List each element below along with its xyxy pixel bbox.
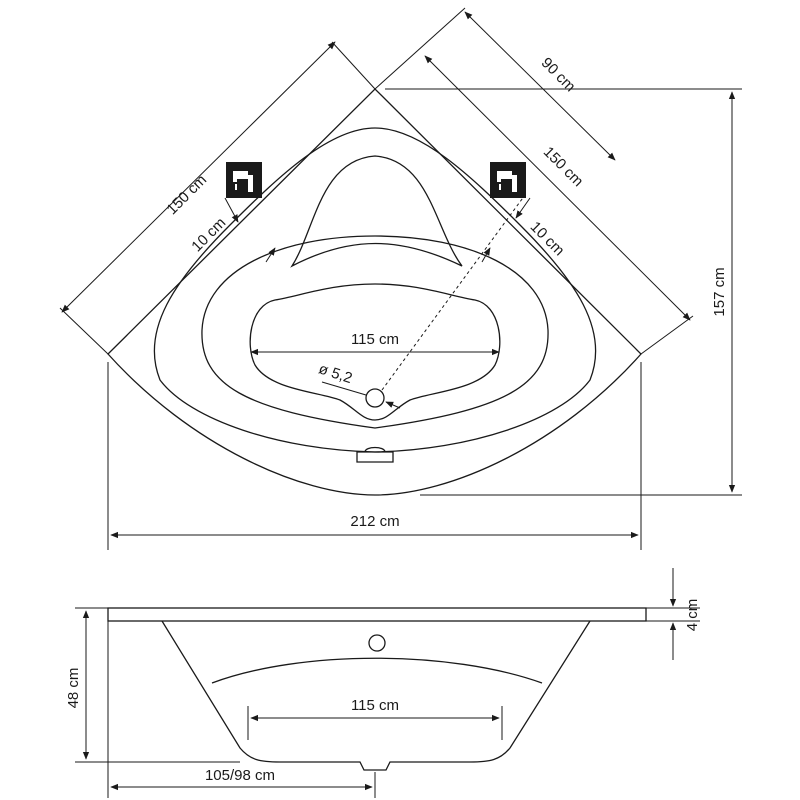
side-view: 4 cm 48 cm 115 cm 105/98 cm	[65, 568, 701, 798]
faucet-icon	[226, 162, 262, 198]
drain-diameter-leader	[321, 381, 367, 396]
dim-label-half-width: 105/98 cm	[205, 767, 275, 784]
dim-label-overall-depth: 157 cm	[711, 267, 728, 316]
dimension-tap-offset-right	[515, 197, 531, 219]
dim-label-left-side: 150 cm	[163, 171, 210, 218]
dim-label-overall-width: 212 cm	[350, 513, 399, 530]
faucet-icon	[490, 162, 526, 198]
overflow-icon	[368, 634, 386, 652]
drain-diameter-arrow	[385, 401, 401, 409]
extension-line	[331, 41, 376, 90]
extension-line	[374, 7, 466, 90]
tub-body-profile	[161, 620, 591, 771]
dimension-line-left-side	[61, 41, 336, 313]
extension-line	[640, 315, 694, 355]
dimension-line-depth-right	[464, 11, 616, 161]
tub-inner-arc	[211, 657, 543, 684]
diagonal-centerline	[381, 194, 526, 391]
tub-backrest	[290, 155, 463, 268]
plan-view: 150 cm 10 cm 90 cm 150 cm 10 cm 157 cm 1…	[59, 7, 742, 550]
dim-label-drain-diameter: ø 5,2	[317, 360, 355, 387]
tub-rim-inner	[153, 127, 597, 453]
dim-label-height: 48 cm	[65, 668, 82, 709]
dimension-line-right-side	[424, 55, 691, 321]
drain-icon	[365, 388, 385, 408]
dim-label-right-side: 150 cm	[540, 143, 587, 190]
tub-outer-outline	[107, 88, 642, 496]
tub-rim-profile	[107, 607, 647, 622]
extension-line	[59, 307, 109, 355]
dim-label-rim-thickness: 4 cm	[684, 599, 701, 632]
dimension-tap-offset-left	[224, 197, 239, 223]
dim-label-tap-offset-left: 10 cm	[188, 214, 229, 255]
dim-label-inner-width: 115 cm	[351, 331, 399, 348]
overflow-icon	[356, 446, 394, 463]
dim-label-side-inner-width: 115 cm	[351, 697, 399, 714]
